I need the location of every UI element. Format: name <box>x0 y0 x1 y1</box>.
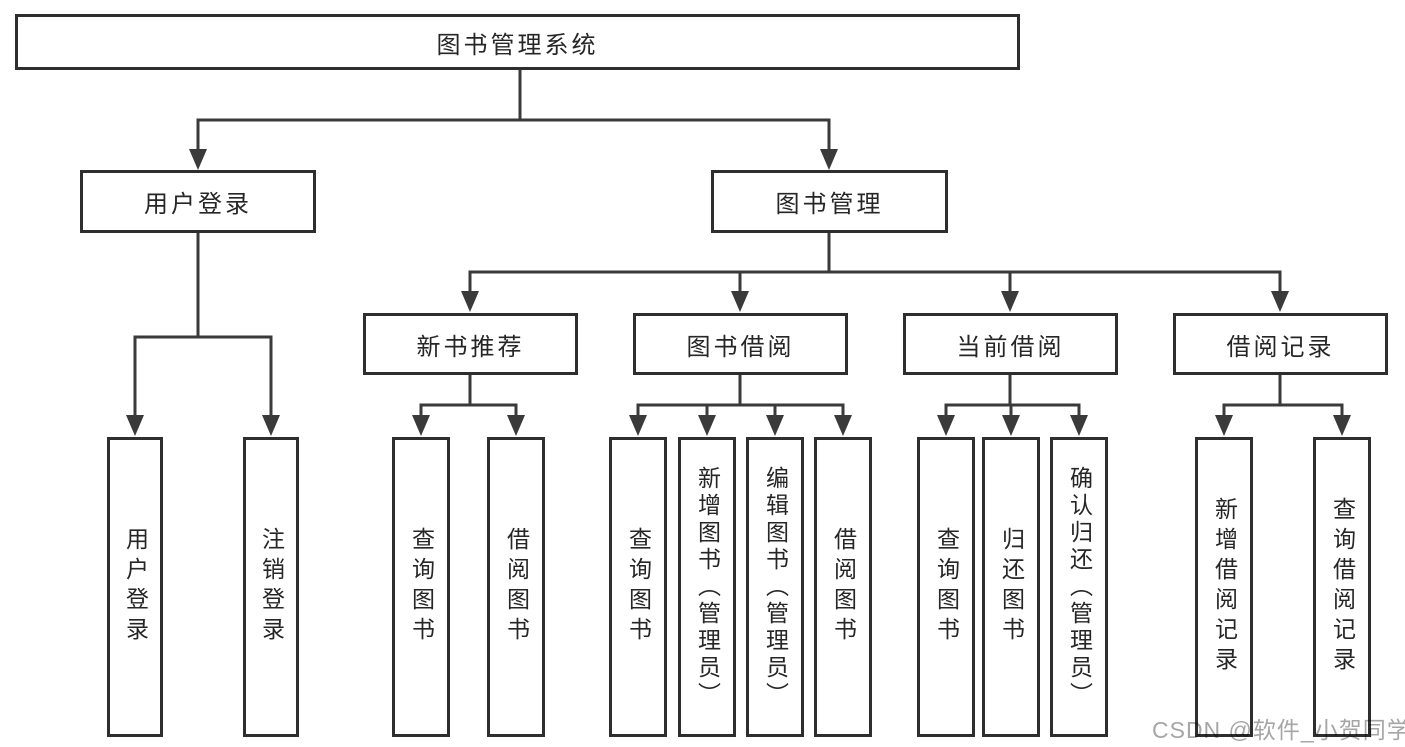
leaf-logout: 注销登录 <box>243 437 299 737</box>
leaf-confirm-return-admin: 确认归还（管理员） <box>1050 437 1108 737</box>
leaf-add-book-admin: 新增图书（管理员） <box>678 437 736 737</box>
leaf-query-books: 查询图书 <box>392 437 450 737</box>
leaf-add-borrow-record: 新增借阅记录 <box>1195 437 1253 737</box>
node-borrow-records: 借阅记录 <box>1173 313 1388 375</box>
node-root-system: 图书管理系统 <box>15 14 1020 70</box>
leaf-query-books-3: 查询图书 <box>917 437 975 737</box>
leaf-return-book: 归还图书 <box>982 437 1040 737</box>
node-book-management: 图书管理 <box>711 170 948 233</box>
node-book-borrowing: 图书借阅 <box>633 313 848 375</box>
arrowheads <box>126 149 1351 436</box>
leaf-edit-book-admin: 编辑图书（管理员） <box>746 437 804 737</box>
leaf-user-login: 用户登录 <box>107 437 163 737</box>
leaf-query-borrow-record: 查询借阅记录 <box>1313 437 1371 737</box>
node-new-book-recommend: 新书推荐 <box>363 313 578 375</box>
node-user-login: 用户登录 <box>80 170 316 233</box>
csdn-watermark: CSDN @软件_小贺同学 <box>1152 717 1405 743</box>
node-current-borrowing: 当前借阅 <box>903 313 1118 375</box>
leaf-borrow-books-2: 借阅图书 <box>814 437 872 737</box>
leaf-query-books-2: 查询图书 <box>609 437 667 737</box>
connector-paths <box>133 68 1344 421</box>
leaf-borrow-books: 借阅图书 <box>487 437 545 737</box>
